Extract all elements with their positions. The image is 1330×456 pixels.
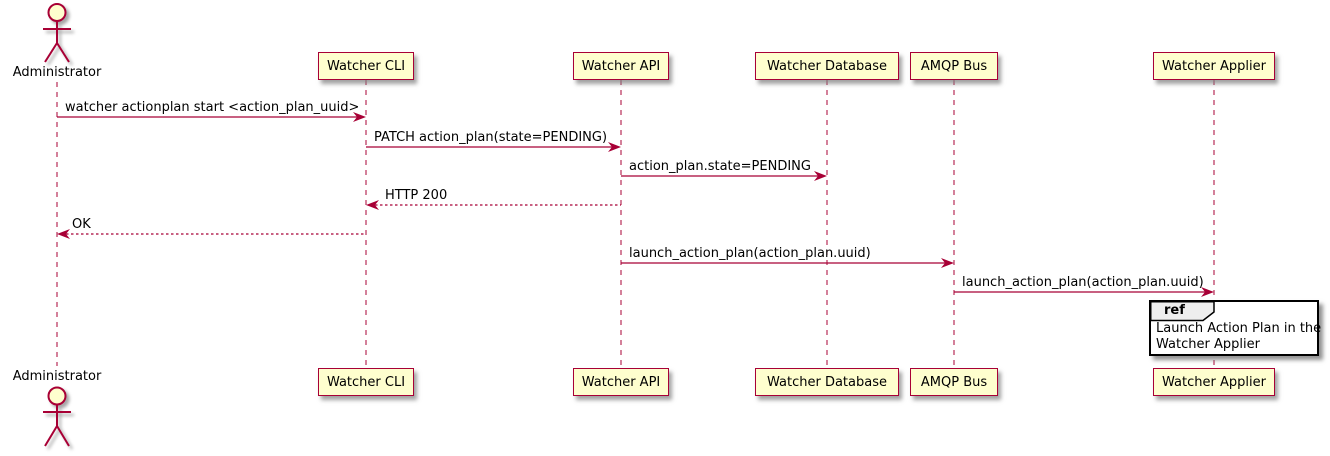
arrow-head-7 <box>1201 287 1214 297</box>
actor-label-administrator-top: Administrator <box>12 65 102 80</box>
ref-header-pentagon <box>1150 301 1215 322</box>
participant-box-watcher-cli-bottom: Watcher CLI <box>318 368 414 396</box>
participant-box-watcher-cli-top: Watcher CLI <box>318 52 414 80</box>
participant-box-watcher-database-top: Watcher Database <box>755 52 899 80</box>
participant-box-watcher-applier-top: Watcher Applier <box>1153 52 1275 80</box>
message-label-actionplan-start: watcher actionplan start <action_plan_uu… <box>65 100 360 115</box>
message-label-http-200: HTTP 200 <box>385 188 448 203</box>
actor-label-administrator-bottom: Administrator <box>12 369 102 384</box>
message-arrows: > Watcher CLI (return) --> > Administrat… <box>57 112 1214 297</box>
participant-box-watcher-applier-bottom: Watcher Applier <box>1153 368 1275 396</box>
actor-figure-top <box>43 3 71 63</box>
participant-box-amqp-bus-top: AMQP Bus <box>910 52 998 80</box>
arrow-head-6 <box>941 258 954 268</box>
actor-figure-bottom <box>43 386 71 447</box>
ref-keyword: ref <box>1164 303 1185 318</box>
participant-box-amqp-bus-bottom: AMQP Bus <box>910 368 998 396</box>
arrow-head-2 <box>608 142 621 152</box>
message-label-launch-action-plan-api: launch_action_plan(action_plan.uuid) <box>629 246 871 261</box>
arrow-head-4 <box>366 200 379 210</box>
ref-text-line-2: Watcher Applier <box>1156 337 1260 352</box>
ref-fragment: ref Launch Action Plan in the Watcher Ap… <box>1149 300 1321 356</box>
arrow-head-5 <box>57 229 70 239</box>
arrow-head-3 <box>814 171 827 181</box>
ref-body-text: Launch Action Plan in the Watcher Applie… <box>1156 321 1321 353</box>
participant-box-watcher-database-bottom: Watcher Database <box>755 368 899 396</box>
lifelines <box>56 80 1215 368</box>
message-label-launch-action-plan-amqp: launch_action_plan(action_plan.uuid) <box>962 275 1204 290</box>
participant-box-watcher-api-bottom: Watcher API <box>573 368 669 396</box>
participant-box-watcher-api-top: Watcher API <box>573 52 669 80</box>
message-label-ok: OK <box>72 217 91 232</box>
message-label-patch-action-plan: PATCH action_plan(state=PENDING) <box>374 130 608 145</box>
arrow-head-1 <box>353 112 366 122</box>
ref-text-line-1: Launch Action Plan in the <box>1156 321 1322 336</box>
message-label-state-pending: action_plan.state=PENDING <box>629 159 811 174</box>
